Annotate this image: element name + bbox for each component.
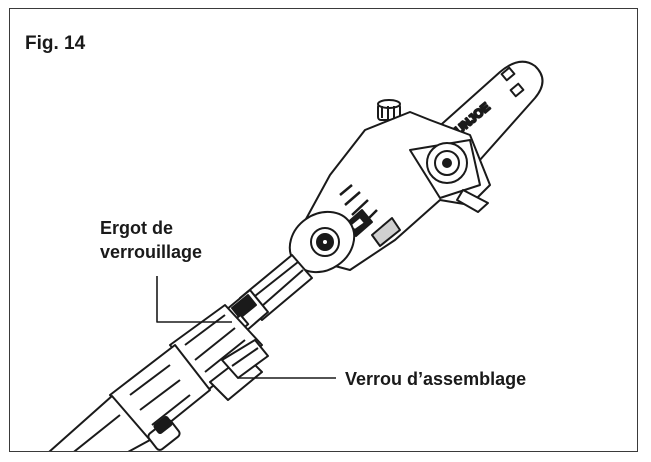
- callout-locking-tab: Ergot de verrouillage: [100, 216, 202, 264]
- figure-title: Fig. 14: [25, 33, 86, 54]
- leader-locking-tab: [156, 276, 232, 323]
- callout-locking-tab-line2: verrouillage: [100, 242, 203, 262]
- callout-locking-tab-line1: Ergot de: [100, 218, 174, 238]
- leader-lines: [156, 276, 336, 379]
- tension-knob: [377, 99, 401, 121]
- pole-lower: [48, 344, 211, 451]
- callout-assembly-lock: Verrou d’assemblage: [345, 369, 527, 389]
- assembly-latch: [209, 339, 269, 401]
